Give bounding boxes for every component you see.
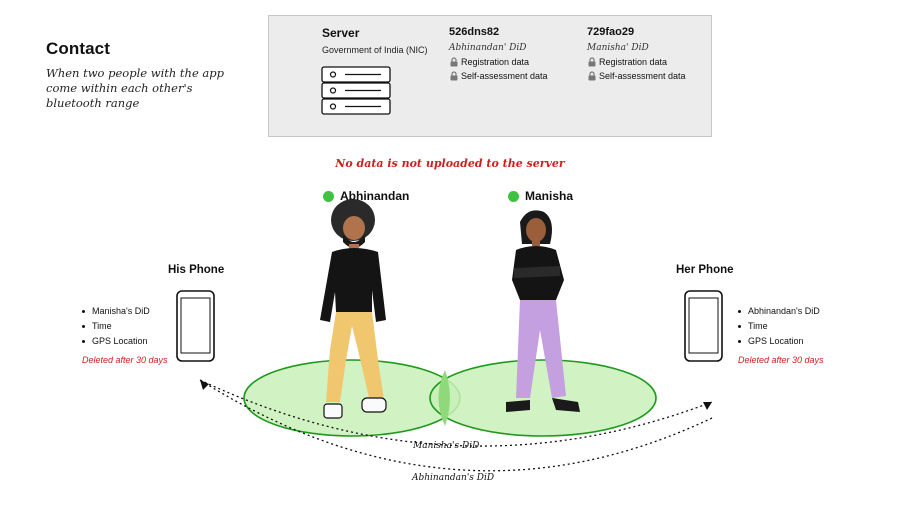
- abhinandan-figure: [320, 199, 387, 419]
- her-phone-title: Her Phone: [676, 264, 734, 276]
- her-phone-data-list: Abhinandan's DiD Time GPS Location Delet…: [738, 304, 824, 368]
- deletion-note: Deleted after 30 days: [738, 355, 824, 365]
- lock-icon: [588, 57, 596, 67]
- registration-data-row: Registration data: [587, 57, 686, 67]
- arrow-label-abhinandan-did: Abhinandan's DiD: [412, 473, 495, 483]
- server-subtitle: Government of India (NIC): [322, 45, 428, 55]
- arrow-head-right: [703, 402, 712, 410]
- list-item: Abhinandan's DiD: [738, 304, 824, 319]
- self-assessment-data-row: Self-assessment data: [449, 71, 548, 81]
- registration-data-label: Registration data: [461, 57, 530, 67]
- self-assessment-data-label: Self-assessment data: [461, 71, 548, 81]
- arrow-to-her-phone: [199, 379, 713, 447]
- did-id: 526dns82: [449, 26, 500, 38]
- deletion-note: Deleted after 30 days: [82, 355, 168, 365]
- lock-icon: [450, 57, 458, 67]
- his-phone-title: His Phone: [168, 264, 225, 276]
- arrow-to-his-phone: [199, 379, 713, 472]
- list-item: Time: [738, 319, 824, 334]
- server-entry-manisha: 729fao29 Manisha' DiD Registration data …: [587, 26, 686, 81]
- right-bluetooth-range: [429, 359, 657, 437]
- server-title: Server: [322, 26, 360, 40]
- manisha-figure: [506, 210, 580, 412]
- list-item-label: Manisha's DiD: [92, 306, 150, 316]
- server-entry-abhinandan: 526dns82 Abhinandan' DiD Registration da…: [449, 26, 548, 81]
- page-subtitle: When two people with the app come within…: [46, 66, 225, 110]
- lock-icon: [450, 71, 458, 81]
- did-id: 729fao29: [587, 26, 635, 38]
- person-name: Abhinandan: [340, 189, 410, 203]
- person-label-manisha: Manisha: [508, 189, 573, 203]
- his-phone-icon: [176, 290, 215, 362]
- person-label-abhinandan: Abhinandan: [323, 189, 409, 203]
- did-owner: Manisha' DiD: [587, 43, 649, 53]
- list-item-label: GPS Location: [748, 336, 804, 346]
- list-item-label: Time: [748, 321, 768, 331]
- arrow-head-left: [200, 380, 209, 390]
- registration-data-label: Registration data: [599, 57, 668, 67]
- server-panel: Server Government of India (NIC) 526dns8…: [268, 15, 712, 137]
- self-assessment-data-row: Self-assessment data: [587, 71, 686, 81]
- server-rack-icon: [321, 66, 391, 115]
- list-item: Manisha's DiD: [82, 304, 168, 319]
- did-owner: Abhinandan' DiD: [449, 43, 527, 53]
- online-dot-icon: [508, 190, 519, 202]
- range-overlap: [438, 370, 450, 426]
- person-name: Manisha: [525, 189, 574, 203]
- her-phone-icon: [684, 290, 723, 362]
- list-item: Time: [82, 319, 168, 334]
- his-phone-data-list: Manisha's DiD Time GPS Location Deleted …: [82, 304, 168, 368]
- list-item-label: Time: [92, 321, 112, 331]
- list-item: GPS Location: [82, 334, 168, 349]
- online-dot-icon: [323, 190, 334, 202]
- warning-text: No data is not uploaded to the server: [335, 157, 565, 170]
- self-assessment-data-label: Self-assessment data: [599, 71, 686, 81]
- registration-data-row: Registration data: [449, 57, 548, 67]
- list-item: GPS Location: [738, 334, 824, 349]
- lock-icon: [588, 71, 596, 81]
- list-item-label: GPS Location: [92, 336, 148, 346]
- page-title: Contact: [46, 39, 110, 58]
- list-item-label: Abhinandan's DiD: [748, 306, 820, 316]
- arrow-label-manisha-did: Manisha's DiD: [413, 441, 480, 451]
- left-bluetooth-range: [243, 359, 461, 437]
